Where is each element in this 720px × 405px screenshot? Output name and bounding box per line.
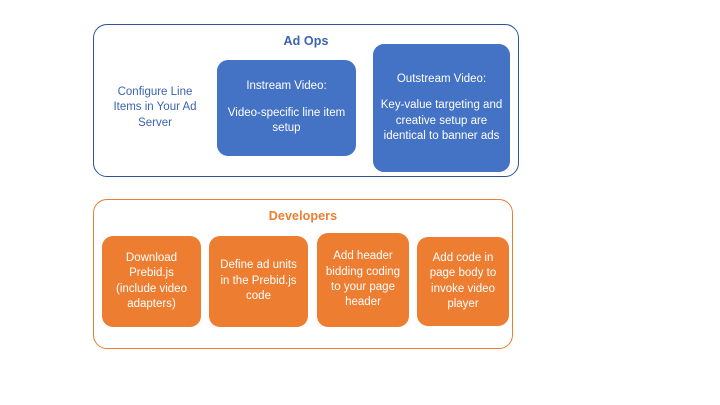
node-add-page-body-code-label: Add code in page body to invoke video pl…: [429, 251, 497, 310]
node-define-ad-units-label: Define ad units in the Prebid.js code: [220, 259, 297, 303]
node-download-prebid-label: Download Prebid.js (include video adapte…: [116, 251, 187, 310]
node-instream-video-body: Video-specific line item setup: [227, 106, 346, 135]
node-configure-line-items: Configure Line Items in Your Ad Server: [113, 86, 197, 129]
node-instream-video-heading: Instream Video:: [246, 80, 327, 93]
node-define-ad-units: Define ad units in the Prebid.js code: [209, 236, 308, 327]
group-title-developers: Developers: [268, 209, 338, 223]
node-add-header-bidding: Add header bidding coding to your page h…: [317, 233, 409, 327]
node-download-prebid: Download Prebid.js (include video adapte…: [102, 236, 201, 327]
node-instream-video: Instream Video: Video-specific line item…: [217, 60, 356, 156]
node-outstream-video: Outstream Video: Key-value targeting and…: [373, 44, 510, 172]
node-outstream-video-heading: Outstream Video:: [396, 72, 487, 85]
node-outstream-video-body: Key-value targeting and creative setup a…: [380, 99, 503, 142]
node-add-page-body-code: Add code in page body to invoke video pl…: [417, 237, 509, 326]
group-title-ad-ops: Ad Ops: [283, 34, 329, 48]
node-add-header-bidding-label: Add header bidding coding to your page h…: [325, 250, 401, 309]
